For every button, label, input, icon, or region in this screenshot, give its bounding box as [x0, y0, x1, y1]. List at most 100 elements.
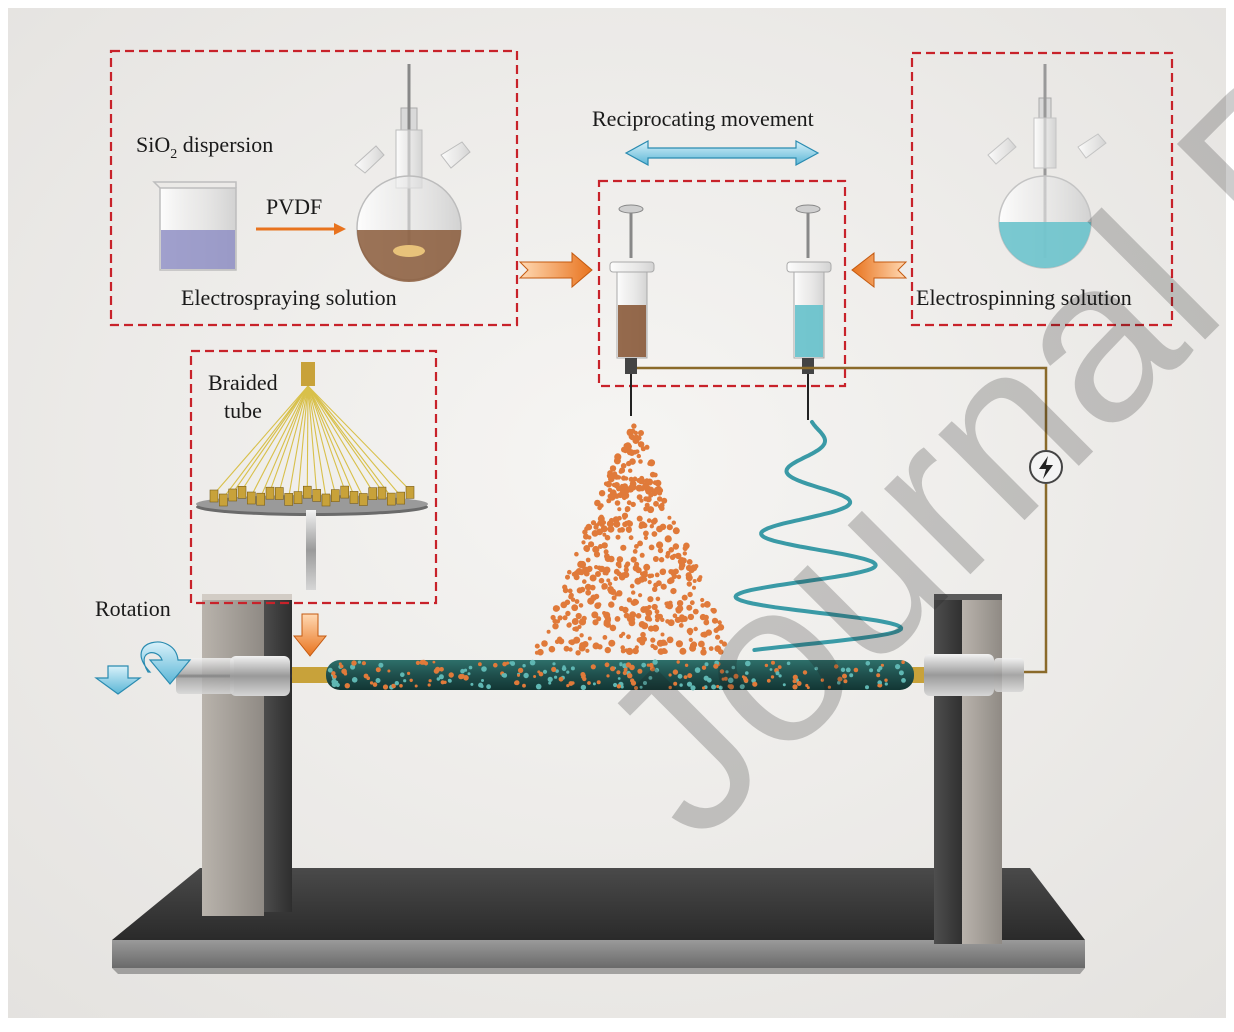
spray-particle	[624, 521, 629, 526]
spray-particle	[593, 525, 598, 530]
spray-particle	[584, 571, 590, 577]
spray-particle	[617, 556, 624, 563]
spray-particle	[647, 518, 652, 523]
spray-particle	[594, 565, 598, 569]
spray-particle	[598, 515, 605, 522]
rod-particle	[448, 679, 452, 683]
spray-particle	[613, 521, 620, 528]
spray-particle	[639, 485, 645, 491]
spray-particle	[643, 507, 648, 512]
spray-particle	[632, 599, 639, 606]
spray-particle	[592, 530, 599, 537]
spray-particle	[560, 602, 567, 609]
spray-particle	[634, 562, 639, 567]
spray-particle	[610, 589, 616, 595]
rod-particle	[518, 668, 523, 673]
spray-particle	[603, 635, 608, 640]
rod-particle	[533, 675, 536, 678]
rod-particle	[458, 674, 463, 679]
bobbin	[397, 492, 405, 504]
spray-particle	[615, 616, 621, 622]
spray-particle	[617, 571, 622, 576]
rod-particle	[400, 672, 405, 677]
rod-particle	[522, 684, 526, 688]
spray-particle	[653, 501, 659, 507]
spray-particle	[624, 567, 629, 572]
spray-particle	[609, 494, 616, 501]
spray-particle	[597, 506, 602, 511]
bobbin	[359, 494, 367, 506]
spray-particle	[651, 519, 657, 525]
rod-particle	[373, 682, 378, 687]
spray-particle	[627, 597, 632, 602]
spray-particle	[649, 545, 655, 551]
spray-particle	[680, 560, 684, 564]
spray-particle	[648, 580, 652, 584]
spray-particle	[625, 561, 630, 566]
spray-particle	[612, 595, 617, 600]
rod-particle	[517, 674, 520, 677]
rod-particle	[358, 661, 361, 664]
spray-particle	[631, 557, 637, 563]
spray-particle	[635, 449, 639, 453]
spray-particle	[577, 561, 584, 568]
bobbin	[219, 494, 227, 506]
rod-particle	[410, 679, 413, 682]
spray-particle	[653, 556, 659, 562]
spray-particle	[572, 618, 579, 625]
spray-particle	[633, 549, 638, 554]
bobbin	[266, 487, 274, 499]
spray-particle	[670, 555, 675, 560]
spray-particle	[634, 435, 639, 440]
spray-particle	[659, 503, 664, 508]
rod-particle	[536, 684, 542, 690]
spray-particle	[590, 575, 597, 582]
rod-particle	[352, 677, 358, 683]
spray-particle	[588, 541, 594, 547]
spray-particle	[672, 521, 676, 525]
braided-label-line2: tube	[224, 398, 262, 423]
spray-particle	[602, 585, 606, 589]
spray-particle	[614, 457, 621, 464]
spray-particle	[625, 508, 629, 512]
spray-particle	[587, 535, 591, 539]
spray-particle	[617, 507, 621, 511]
spray-particle	[629, 535, 634, 540]
rod-particle	[407, 672, 410, 675]
spray-particle	[627, 500, 632, 505]
spray-particle	[579, 642, 586, 649]
spray-particle	[665, 535, 672, 542]
spray-particle	[552, 619, 557, 624]
bobbin	[303, 486, 311, 498]
spray-particle	[552, 623, 558, 629]
spray-particle	[569, 593, 574, 598]
spray-particle	[569, 639, 575, 645]
rod-particle	[468, 672, 471, 675]
spray-particle	[549, 646, 556, 653]
rod-particle	[376, 678, 381, 683]
spray-particle	[648, 574, 653, 579]
rod-particle	[543, 670, 547, 674]
spray-particle	[587, 598, 594, 605]
bobbin	[247, 492, 255, 504]
spray-particle	[565, 575, 570, 580]
rod-particle	[515, 680, 520, 685]
bobbin	[406, 486, 414, 498]
spray-particle	[574, 627, 579, 632]
bobbin	[387, 493, 395, 505]
bobbin	[341, 486, 349, 498]
spray-particle	[638, 459, 643, 464]
spray-particle	[565, 611, 570, 616]
spray-particle	[558, 638, 564, 644]
rod-particle	[552, 662, 555, 665]
bobbin	[369, 488, 377, 500]
rod-particle	[481, 666, 487, 672]
rod-particle	[403, 679, 406, 682]
rod-particle	[399, 684, 403, 688]
bobbin	[229, 489, 237, 501]
rod-particle	[554, 676, 557, 679]
spray-particle	[647, 506, 654, 513]
rod-particle	[364, 674, 369, 679]
spray-particle	[643, 577, 647, 581]
spray-particle	[618, 564, 622, 568]
